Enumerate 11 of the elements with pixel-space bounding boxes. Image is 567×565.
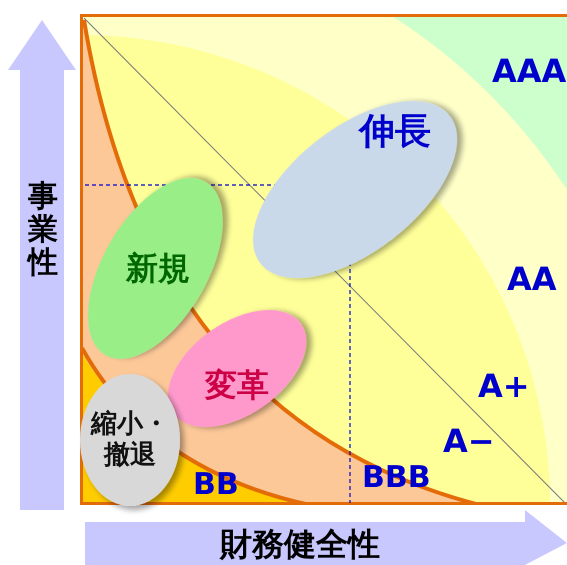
rating-label: BB — [193, 470, 239, 500]
rating-label: A+ — [478, 370, 530, 402]
bubble-label: 新規 — [124, 248, 191, 288]
bubble-label: 変革 — [204, 366, 270, 404]
bubble-label: 伸長 — [357, 110, 432, 154]
axis-title: 財務健全性 — [220, 528, 380, 560]
axis-title: 事業性 — [28, 180, 58, 279]
rating-label: AAA — [492, 55, 566, 87]
rating-label: A− — [443, 425, 495, 457]
bubble-label: 縮小・撤退 — [90, 408, 170, 472]
rating-label: AA — [507, 263, 557, 295]
